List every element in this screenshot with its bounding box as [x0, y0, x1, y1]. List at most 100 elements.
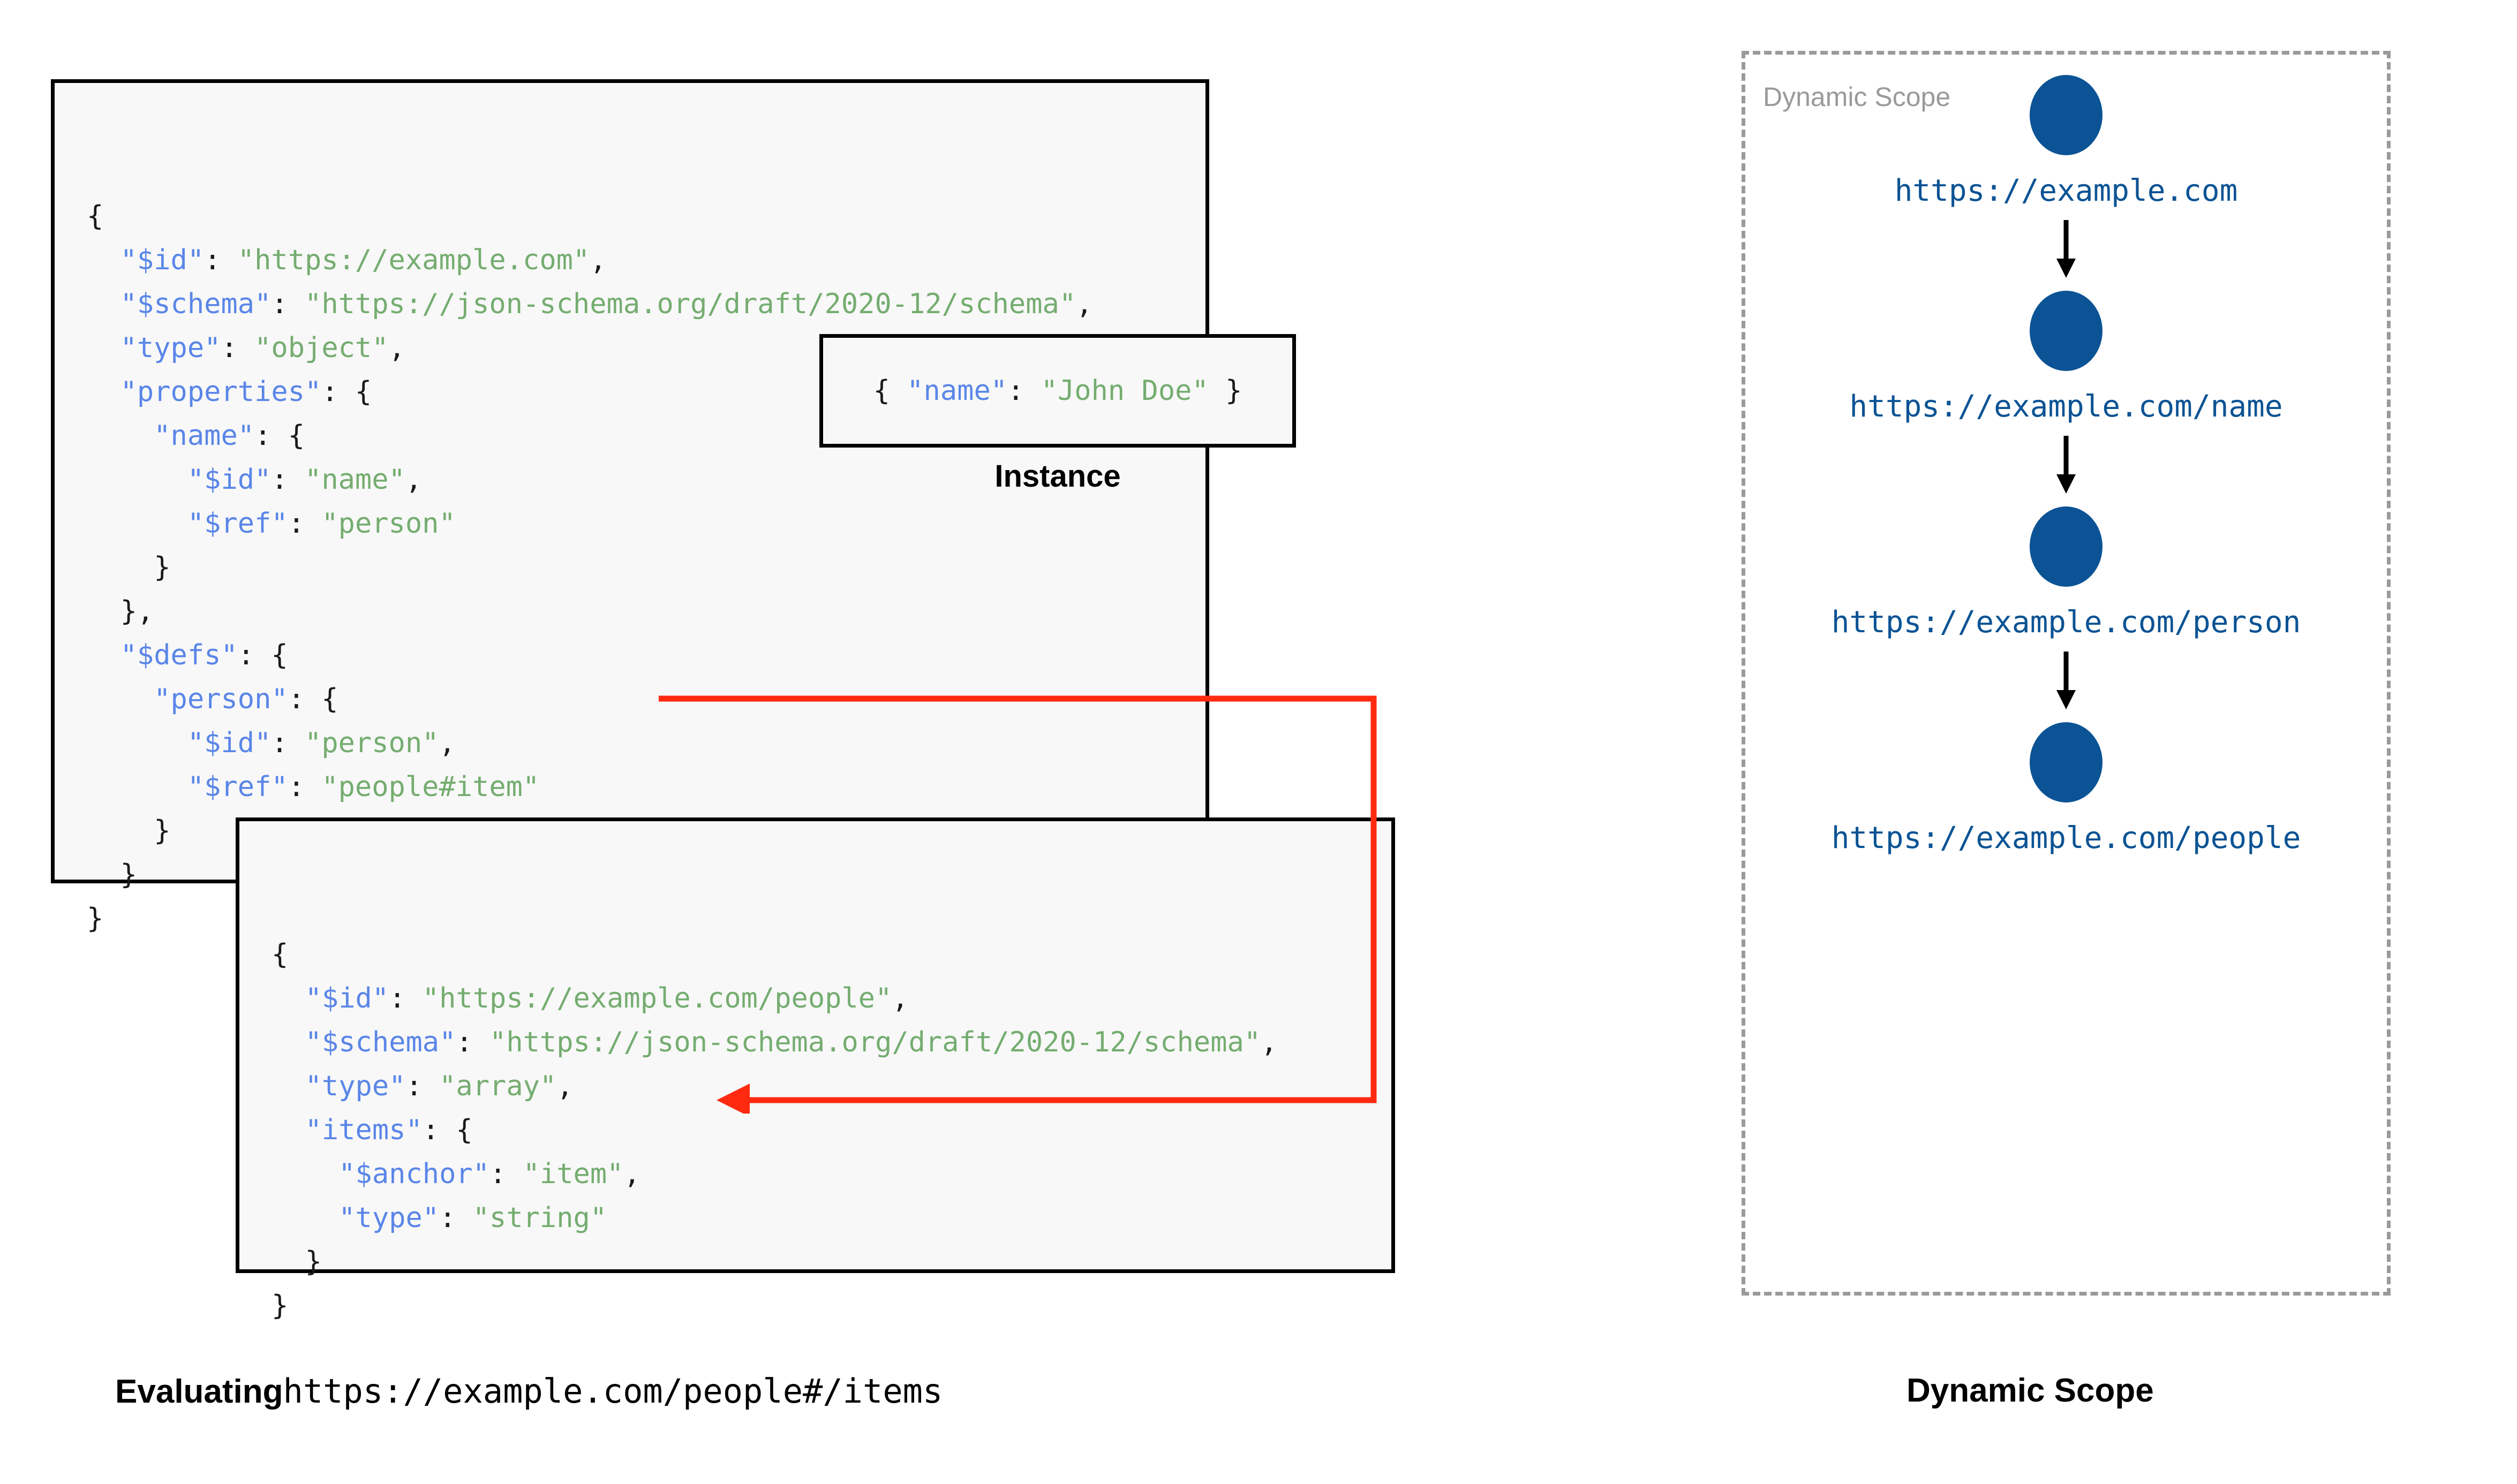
- code-line: "items": {: [272, 1108, 1391, 1152]
- json-punctuation: :: [271, 464, 305, 496]
- code-line: },: [87, 589, 1205, 633]
- json-punctuation: [87, 376, 120, 408]
- json-punctuation: {: [272, 938, 289, 971]
- json-punctuation: :: [271, 727, 305, 759]
- json-key: "type": [338, 1202, 440, 1234]
- json-punctuation: [87, 771, 187, 803]
- json-punctuation: [87, 332, 120, 364]
- evaluating-caption-uri: https://example.com/people#/items: [283, 1372, 943, 1411]
- json-key: "$ref": [187, 771, 288, 803]
- json-value: "https://example.com": [237, 244, 590, 276]
- code-line: "properties": {: [87, 370, 1205, 414]
- root-schema-code: { "$id": "https://example.com", "$schema…: [87, 194, 1205, 941]
- json-punctuation: ,: [590, 244, 607, 276]
- json-punctuation: [87, 683, 154, 715]
- json-punctuation: [87, 727, 187, 759]
- code-line: }: [272, 1240, 1391, 1284]
- json-value: "person": [305, 727, 439, 759]
- json-punctuation: ,: [623, 1158, 640, 1190]
- code-line: "$schema": "https://json-schema.org/draf…: [272, 1020, 1391, 1064]
- json-punctuation: }: [272, 1246, 322, 1278]
- json-key: "$ref": [187, 508, 288, 540]
- json-value: "https://json-schema.org/draft/2020-12/s…: [305, 288, 1076, 320]
- json-key: "type": [120, 332, 221, 364]
- json-value: "person": [321, 508, 456, 540]
- code-line: "$id": "name",: [87, 458, 1205, 502]
- code-line: "$id": "https://example.com/people",: [272, 976, 1391, 1020]
- json-value: "object": [254, 332, 389, 364]
- json-punctuation: [87, 508, 187, 540]
- json-value: "https://example.com/people": [422, 982, 892, 1014]
- json-punctuation: }: [87, 903, 104, 935]
- json-value: "item": [523, 1158, 624, 1190]
- scope-node-label: https://example.com: [1894, 173, 2238, 208]
- json-key: "$id": [305, 982, 389, 1014]
- code-line: "type": "object",: [87, 326, 1205, 370]
- json-punctuation: :: [389, 982, 423, 1014]
- json-value: "array": [439, 1070, 557, 1102]
- json-punctuation: : {: [288, 683, 338, 715]
- json-punctuation: ,: [892, 982, 909, 1014]
- json-key: "$schema": [120, 288, 272, 320]
- dynamic-scope-panel: [1742, 51, 2391, 1296]
- code-line: "type": "string": [272, 1196, 1391, 1240]
- code-line: "$anchor": "item",: [272, 1152, 1391, 1196]
- json-punctuation: [87, 464, 187, 496]
- scope-node-circle: [2030, 291, 2102, 371]
- json-punctuation: [272, 1070, 305, 1102]
- code-line: }: [87, 897, 1205, 941]
- json-punctuation: :: [456, 1026, 490, 1058]
- json-punctuation: [272, 1202, 338, 1234]
- dynamic-scope-node: https://example.com/people: [1832, 722, 2301, 855]
- json-key: "name": [154, 420, 255, 452]
- json-key: "$schema": [305, 1026, 456, 1058]
- json-punctuation: : {: [321, 376, 372, 408]
- json-punctuation: :: [271, 288, 305, 320]
- json-punctuation: }: [87, 815, 171, 847]
- scope-node-label: https://example.com/person: [1831, 605, 2301, 640]
- json-punctuation: ,: [405, 464, 423, 496]
- json-punctuation: :: [221, 332, 255, 364]
- json-punctuation: ,: [1261, 1026, 1278, 1058]
- json-punctuation: }: [1208, 375, 1242, 407]
- code-line: }: [87, 853, 1205, 897]
- json-punctuation: }: [87, 551, 171, 584]
- json-punctuation: : {: [237, 639, 288, 671]
- code-line: "$id": "https://example.com",: [87, 238, 1205, 282]
- json-value: "https://json-schema.org/draft/2020-12/s…: [489, 1026, 1261, 1058]
- code-line: { "name": "John Doe" }: [873, 369, 1242, 413]
- json-punctuation: [272, 1158, 338, 1190]
- evaluating-caption: Evaluatinghttps://example.com/people#/it…: [115, 1372, 943, 1411]
- json-key: "$id": [187, 464, 272, 496]
- json-punctuation: }: [87, 859, 137, 891]
- code-line: {: [87, 194, 1205, 238]
- json-punctuation: :: [288, 508, 322, 540]
- json-punctuation: ,: [439, 727, 456, 759]
- json-value: "name": [305, 464, 405, 496]
- scope-node-circle: [2030, 722, 2102, 802]
- code-line: "type": "array",: [272, 1064, 1391, 1108]
- json-punctuation: [87, 288, 120, 320]
- people-schema-code: { "$id": "https://example.com/people", "…: [272, 933, 1391, 1328]
- json-punctuation: ,: [1076, 288, 1093, 320]
- instance-caption: Instance: [994, 459, 1121, 494]
- code-line: "$ref": "people#item": [87, 765, 1205, 809]
- scope-node-label: https://example.com/name: [1849, 389, 2283, 424]
- json-punctuation: : {: [254, 420, 305, 452]
- json-punctuation: [272, 1114, 305, 1146]
- json-punctuation: {: [87, 200, 104, 232]
- json-key: "$defs": [120, 639, 238, 671]
- json-punctuation: :: [288, 771, 322, 803]
- json-key: "items": [305, 1114, 423, 1146]
- code-line: }: [87, 546, 1205, 589]
- code-line: "person": {: [87, 677, 1205, 721]
- root-schema-code-box: { "$id": "https://example.com", "$schema…: [51, 79, 1209, 935]
- dynamic-scope-node: https://example.com: [1894, 75, 2238, 208]
- json-punctuation: [272, 1026, 305, 1058]
- json-key: "name": [907, 375, 1008, 407]
- json-punctuation: [272, 982, 305, 1014]
- json-punctuation: :: [405, 1070, 440, 1102]
- json-punctuation: {: [873, 375, 907, 407]
- scope-down-arrow-icon: [2056, 652, 2076, 709]
- dynamic-scope-node-stack: https://example.com https://example.com/n…: [1742, 75, 2391, 1296]
